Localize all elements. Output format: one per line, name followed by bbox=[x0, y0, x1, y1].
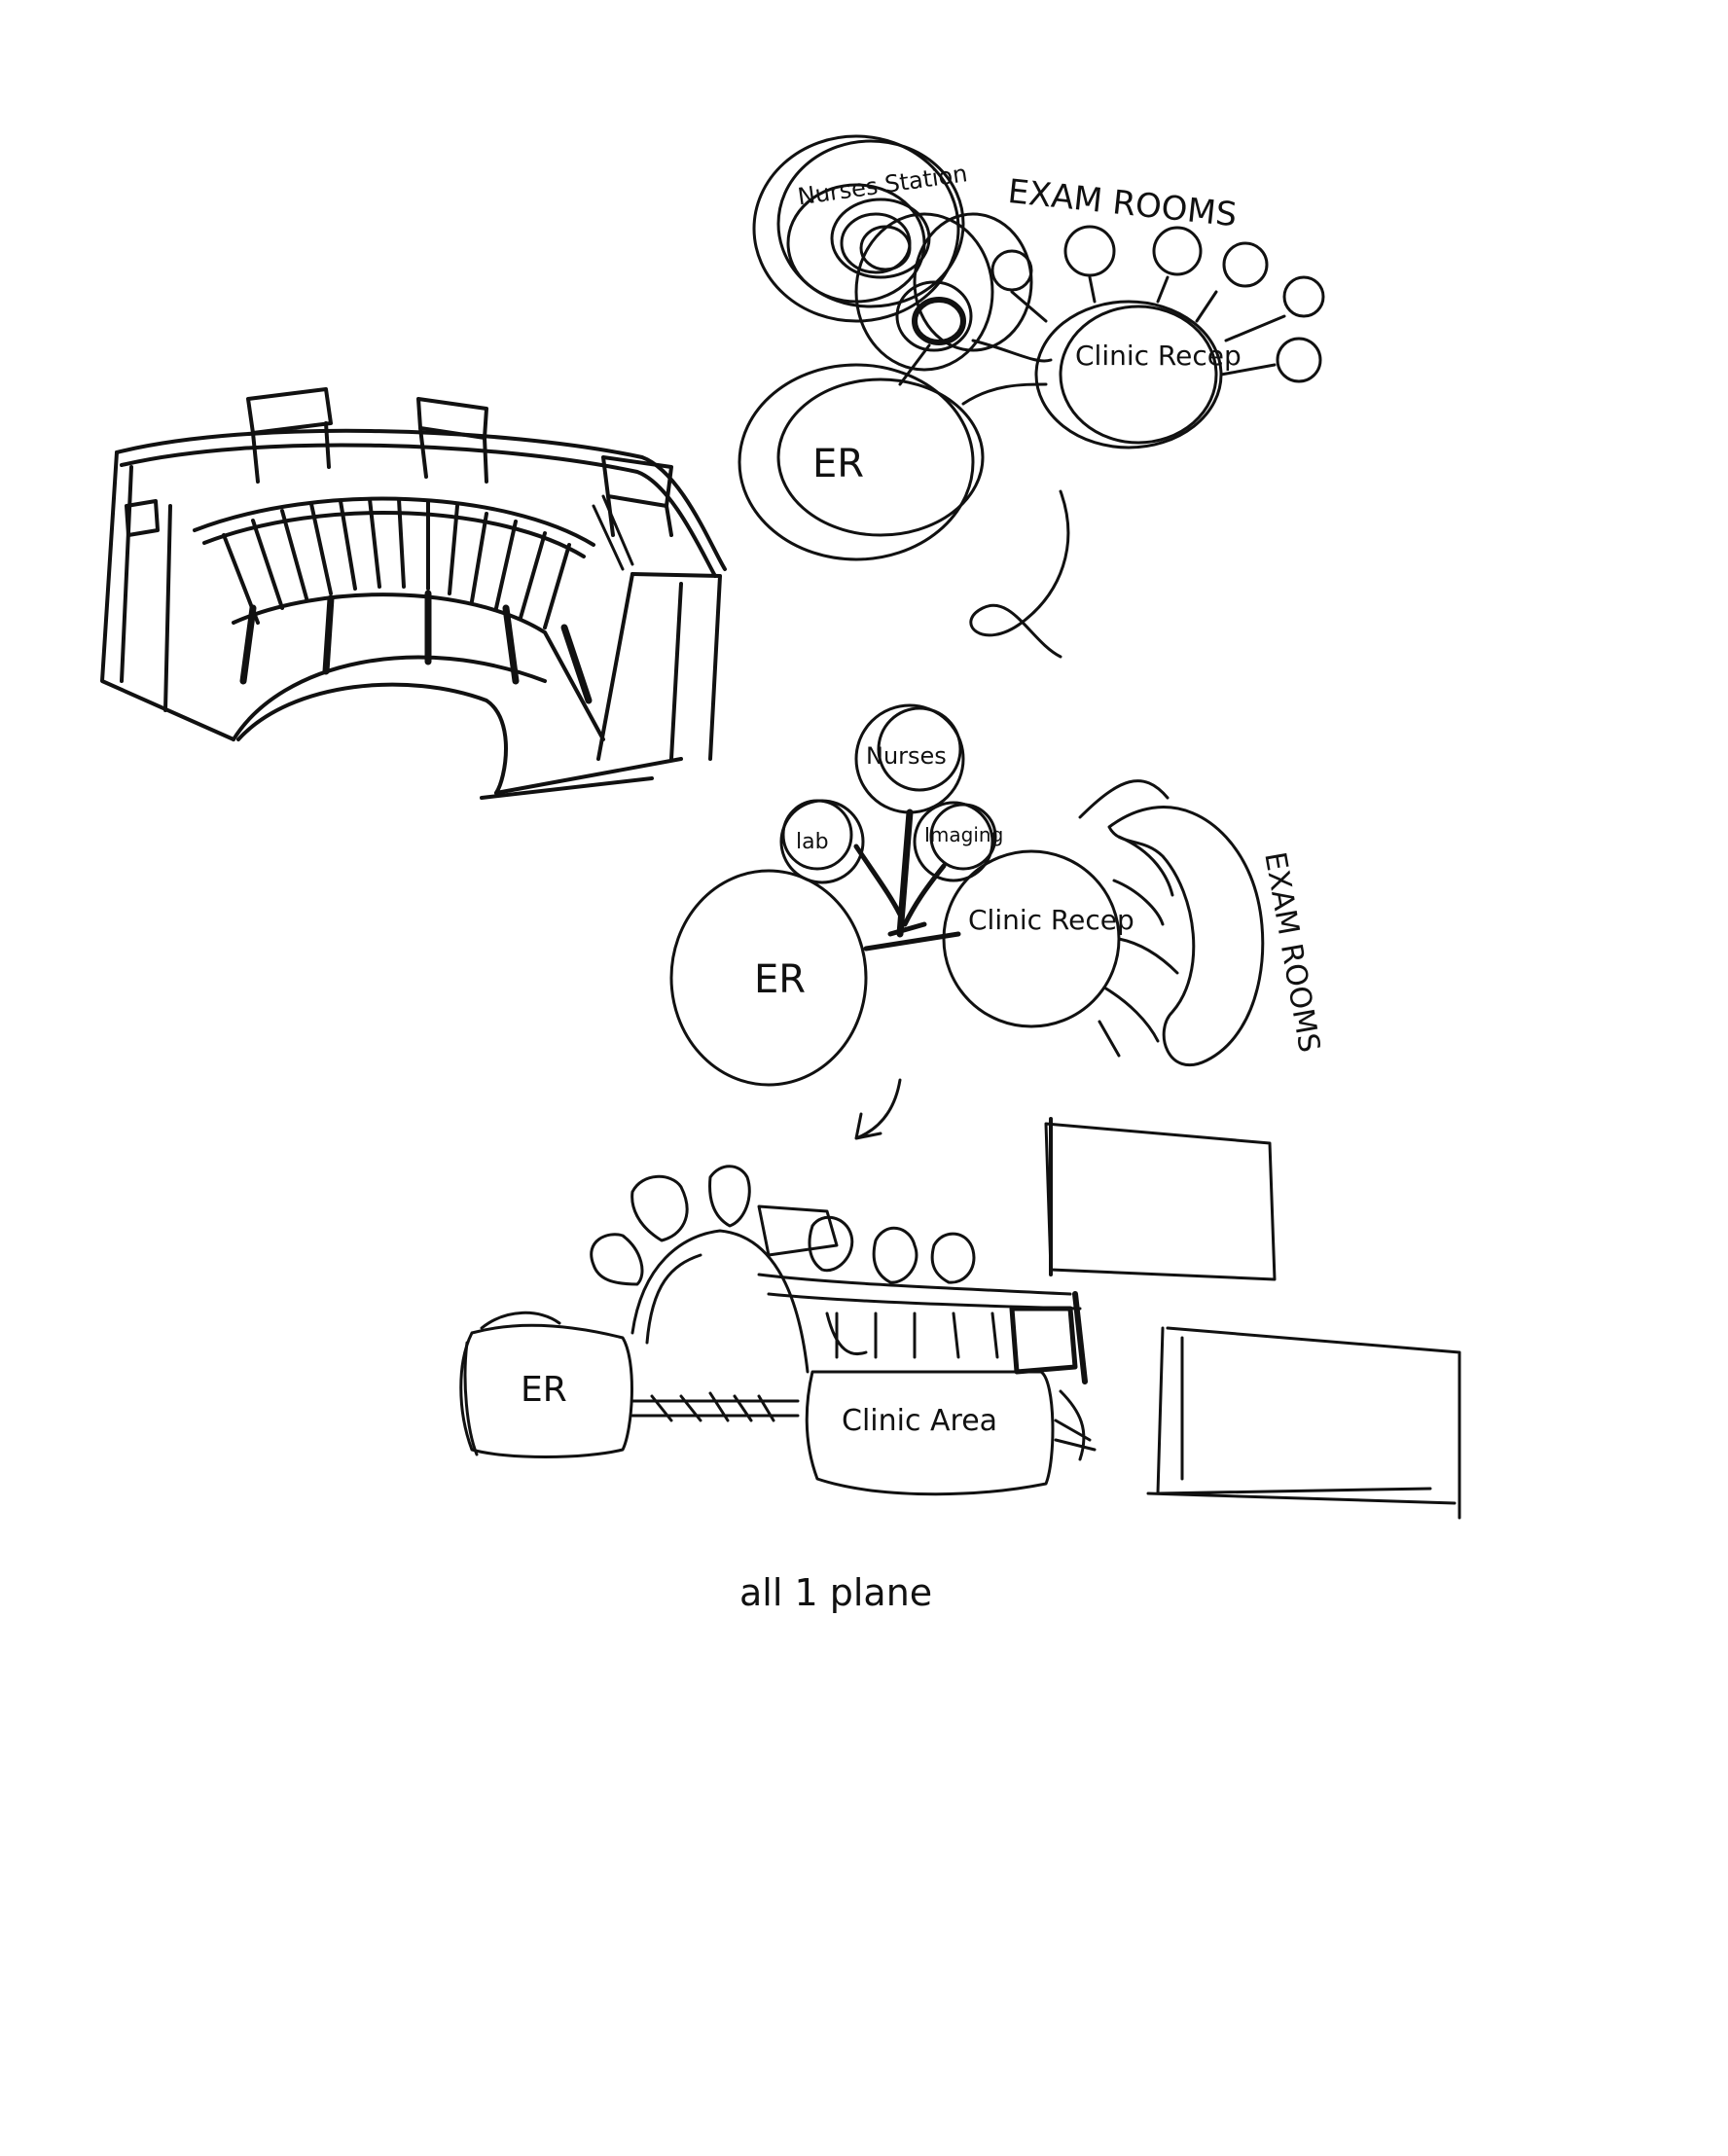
exam-room-bubble bbox=[1282, 275, 1325, 318]
exam-room-bubble bbox=[1063, 225, 1116, 277]
exam-room-bubble bbox=[1222, 241, 1269, 288]
bubble-diagram-2 bbox=[669, 703, 1265, 1140]
caption-all-one-plane: all 1 plane bbox=[739, 1571, 932, 1614]
exam-room-bubble bbox=[1276, 337, 1322, 383]
curved-desk-perspective-sketch bbox=[100, 387, 727, 800]
label-nurses-station: Nurses Station bbox=[796, 160, 969, 210]
room-rectangle-upper bbox=[1044, 1122, 1277, 1281]
label-er-3: ER bbox=[521, 1370, 567, 1410]
er-bubble bbox=[738, 363, 975, 561]
sketch-labels: Nurses Station EXAM ROOMS Clinic Recep E… bbox=[521, 160, 1326, 1614]
clinic-area-room bbox=[805, 1370, 1055, 1496]
label-clinic-reception-1: Clinic Recep bbox=[1075, 340, 1242, 372]
label-imaging-2: Imaging bbox=[924, 823, 1003, 846]
bubble-diagram-1 bbox=[738, 134, 1325, 659]
clinic-reception-bubble bbox=[942, 849, 1121, 1028]
exam-rooms-crescent bbox=[1107, 806, 1265, 1067]
label-exam-rooms-2: EXAM ROOMS bbox=[1257, 849, 1326, 1055]
clinic-reception-bubble bbox=[1034, 300, 1223, 449]
er-bubble bbox=[669, 869, 868, 1087]
label-clinic-area-3: Clinic Area bbox=[842, 1404, 997, 1438]
exam-room-bubble bbox=[1152, 226, 1203, 276]
label-nurses-2: Nurses bbox=[866, 742, 947, 770]
label-lab-2: lab bbox=[796, 830, 829, 854]
room-rectangle-lower bbox=[1166, 1326, 1461, 1520]
plan-layout-3 bbox=[459, 1117, 1461, 1520]
label-er-2: ER bbox=[754, 957, 806, 1002]
label-er-1: ER bbox=[812, 442, 864, 486]
imaging-bubble bbox=[913, 801, 994, 882]
er-room bbox=[459, 1323, 633, 1458]
label-exam-rooms-1: EXAM ROOMS bbox=[1006, 172, 1239, 234]
label-clinic-reception-2: Clinic Recep bbox=[968, 904, 1134, 936]
